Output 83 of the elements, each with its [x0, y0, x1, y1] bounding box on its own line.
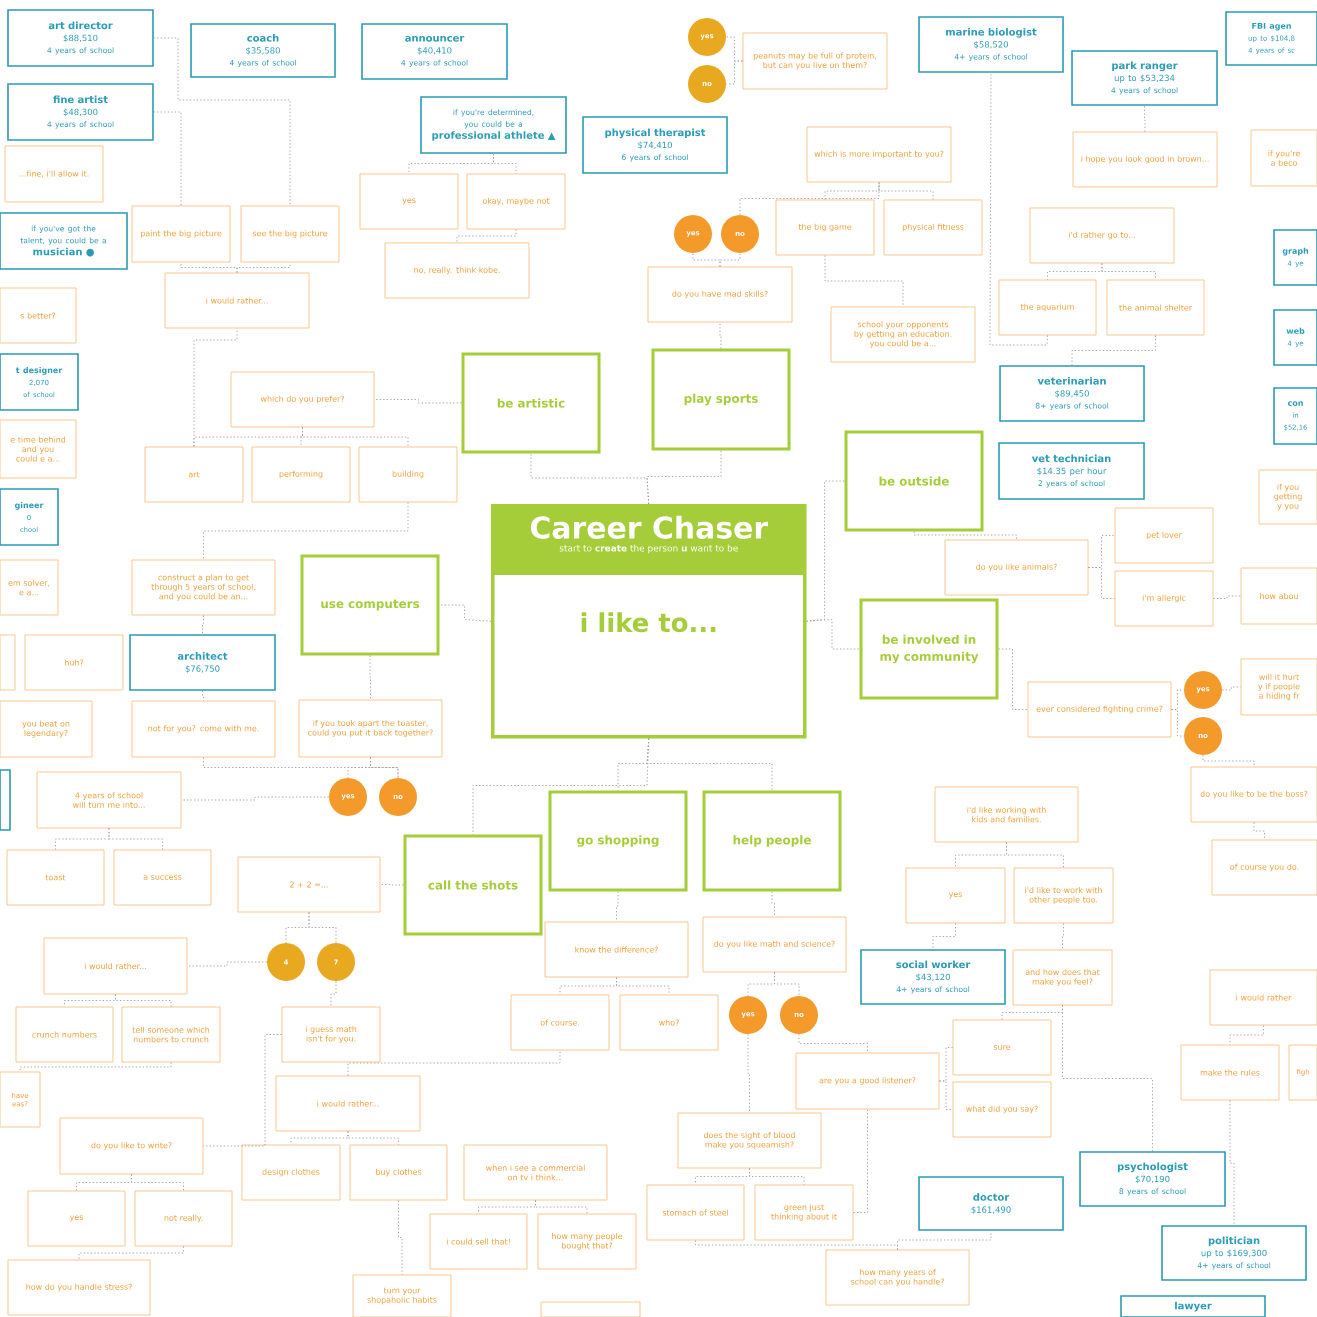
connector-line — [878, 182, 934, 200]
topic-box: be involved in my community — [859, 598, 999, 700]
connector-line — [1221, 686, 1241, 691]
connector-line — [806, 619, 860, 650]
topic-box: be artistic — [461, 352, 601, 454]
connector-line — [535, 1200, 588, 1214]
connector-line — [771, 891, 775, 917]
connector-line — [369, 655, 371, 700]
connector-line — [897, 1230, 992, 1250]
empty-box — [0, 634, 16, 691]
connector-line — [1253, 822, 1265, 840]
connector-line — [472, 738, 650, 835]
connector-line — [193, 328, 238, 447]
connector-line — [913, 531, 1017, 540]
career-box: lawyer — [1120, 1295, 1266, 1317]
empty-box — [0, 769, 11, 831]
topic-box: use computers — [300, 554, 440, 656]
connector-line — [646, 450, 722, 505]
connector-line — [616, 977, 670, 995]
connector-line — [203, 502, 409, 560]
connector-line — [398, 1200, 403, 1275]
connector-line — [1062, 1005, 1153, 1152]
connector-line — [78, 1246, 184, 1260]
connector-line — [131, 1174, 184, 1191]
connector-line — [493, 153, 517, 174]
empty-box — [540, 1301, 641, 1317]
connector-line — [203, 1034, 282, 1147]
connector-line — [1229, 1025, 1264, 1045]
topic-box: call the shots — [403, 834, 543, 936]
connector-line — [153, 111, 182, 206]
connector-line — [853, 1109, 868, 1213]
connector-line — [308, 912, 337, 944]
connector-line — [824, 255, 904, 307]
connector-line — [806, 480, 845, 622]
topic-box: play sports — [651, 348, 791, 451]
connector-line — [439, 604, 492, 622]
connector-line — [202, 615, 204, 635]
topic-box: be outside — [844, 430, 984, 532]
connector-line — [181, 796, 330, 801]
career-box: doctor $161,490 — [918, 1176, 1064, 1231]
connector-line — [203, 757, 399, 779]
connector-line — [1101, 263, 1156, 280]
connector-line — [1213, 595, 1241, 599]
career-box: architect $76,750 — [129, 634, 276, 691]
connector-line — [1071, 335, 1156, 366]
connector-line — [939, 1080, 954, 1110]
connector-line — [1006, 842, 1064, 868]
connector-line — [380, 884, 404, 886]
connector-line — [1144, 105, 1146, 132]
connector-line — [719, 322, 722, 349]
connector-line — [236, 262, 291, 273]
connector-line — [1062, 923, 1064, 950]
start-box: Career Chaser start to create the person u want to be i like to... — [491, 504, 807, 739]
topic-box: help people — [702, 790, 842, 892]
connector-line — [739, 182, 880, 216]
connector-line — [725, 60, 743, 85]
connector-line — [115, 994, 172, 1007]
connector-line — [1171, 709, 1185, 737]
connector-line — [719, 252, 741, 267]
connector-line — [302, 427, 409, 447]
connector-line — [1229, 1100, 1235, 1226]
connector-line — [370, 757, 399, 779]
connector-line — [153, 37, 291, 206]
connector-line — [932, 923, 956, 950]
connector-line — [347, 1050, 561, 1076]
connector-line — [187, 961, 268, 967]
connector-line — [456, 229, 517, 243]
connector-line — [749, 1168, 805, 1185]
connector-line — [998, 648, 1028, 710]
connector-line — [798, 1033, 868, 1053]
connector-line — [330, 980, 337, 1007]
topic-box: go shopping — [548, 790, 688, 892]
connector-line — [19, 1062, 172, 1072]
connector-line — [1202, 754, 1255, 767]
connector-line — [1088, 567, 1115, 599]
connector-line — [989, 72, 1048, 346]
connector-line — [202, 690, 204, 701]
connector-line — [108, 828, 163, 850]
connector-line — [374, 399, 462, 404]
connector-line — [774, 972, 800, 997]
connector-line — [747, 1033, 750, 1113]
connector-line — [616, 891, 619, 922]
connector-line — [347, 1131, 399, 1145]
